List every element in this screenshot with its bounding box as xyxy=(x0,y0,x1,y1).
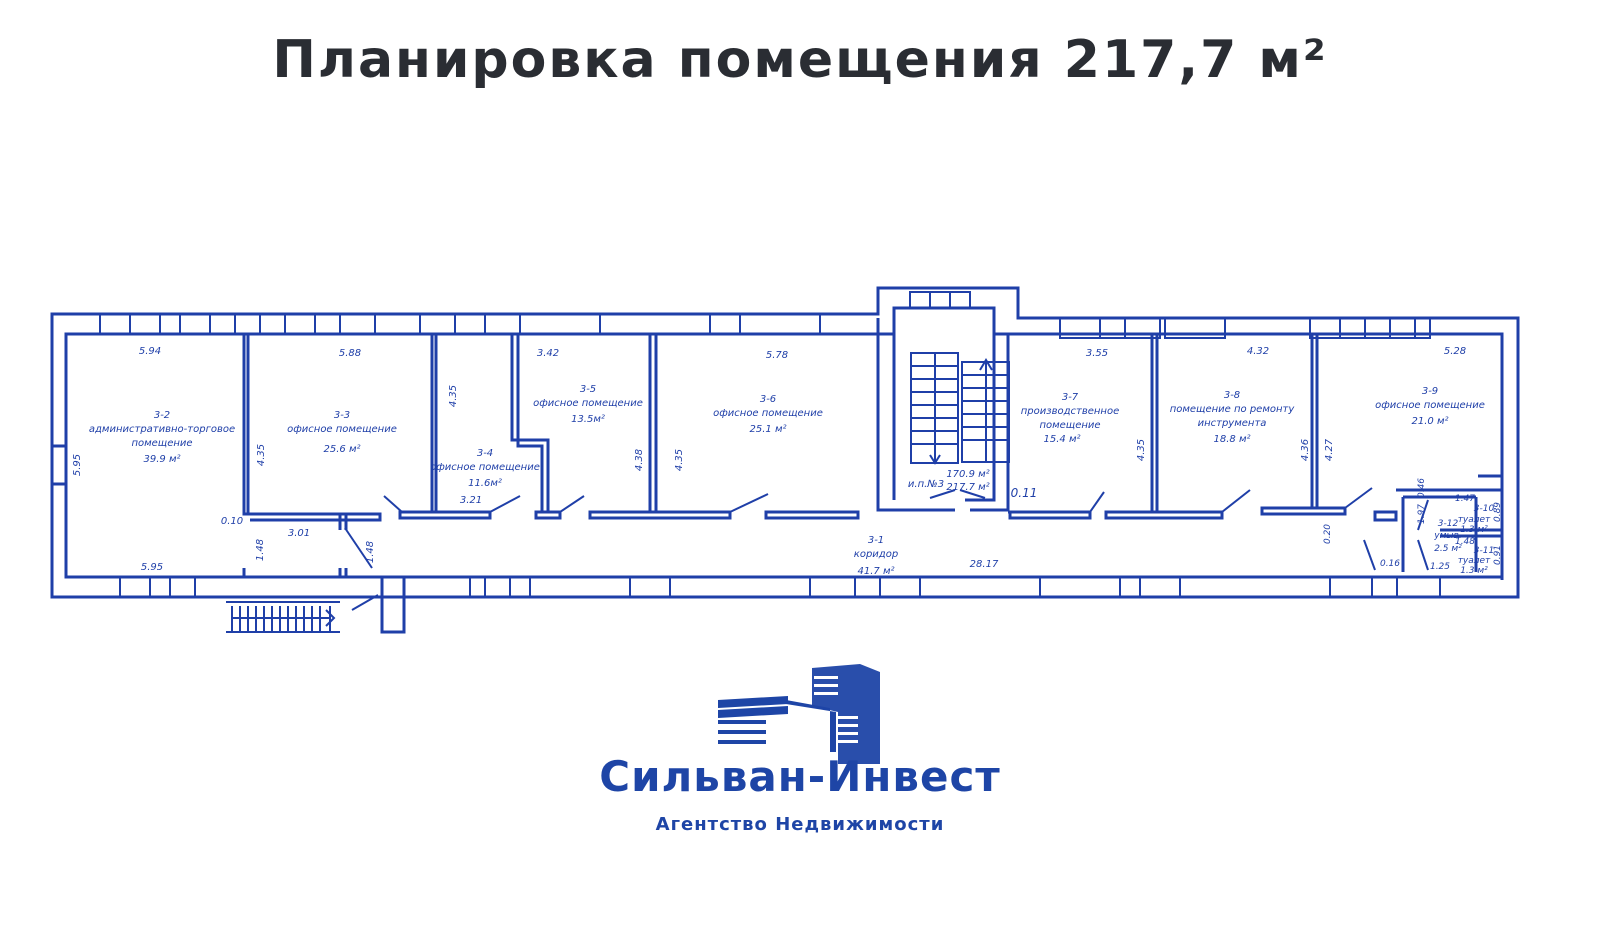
dim: 4.35 xyxy=(1136,439,1147,461)
room-name-3-2: административно-торговое xyxy=(89,424,235,435)
room-id-3-11: 3-11 xyxy=(1474,546,1494,556)
dim: 0.20 xyxy=(1323,524,1333,544)
dim: 5.28 xyxy=(1444,346,1466,357)
room-id-3-10: 3-10 xyxy=(1474,504,1495,514)
room-name2-3-8: инструмента xyxy=(1198,418,1267,429)
room-labels: 3-2 административно-торговое помещение 3… xyxy=(89,384,1495,577)
dim: 5.78 xyxy=(766,350,788,361)
dim: 5.94 xyxy=(139,346,161,357)
page-title: Планировка помещения 217,7 м² xyxy=(272,30,1328,90)
dim: 1.48 xyxy=(365,541,376,563)
room-id-3-6: 3-6 xyxy=(760,394,776,405)
dim: 1.48 xyxy=(255,539,266,561)
dim: 4.35 xyxy=(674,449,685,471)
room-name-3-7: производственное xyxy=(1021,406,1119,417)
dim: 3.21 xyxy=(460,495,482,506)
room-area-3-2: 39.9 м² xyxy=(144,454,181,465)
room-name-3-6: офисное помещение xyxy=(713,408,823,419)
dim: 4.35 xyxy=(256,444,267,466)
dim: 0.11 xyxy=(1011,486,1038,500)
dim: 4.27 xyxy=(1324,438,1335,461)
room-id-3-1: 3-1 xyxy=(868,535,884,546)
room-id-3-2: 3-2 xyxy=(154,410,170,421)
room-area-3-10: 1.3 м² xyxy=(1460,525,1488,535)
dim: 1.48 xyxy=(1455,537,1475,547)
dim: 3.42 xyxy=(537,348,559,359)
room-name2-3-2: помещение xyxy=(131,438,192,449)
room-area-3-11: 1.3 м² xyxy=(1460,566,1488,576)
room-area-3-7: 15.4 м² xyxy=(1044,434,1081,445)
dim: 4.35 xyxy=(448,385,459,407)
dim: 4.36 xyxy=(1300,439,1311,461)
room-area-3-12: 2.5 м² xyxy=(1434,544,1462,554)
room-area-3-3: 25.6 м² xyxy=(324,444,361,455)
entrance-stairs xyxy=(226,601,340,633)
plan-walls xyxy=(50,286,1520,634)
room-area-3-9: 21.0 м² xyxy=(1412,416,1449,427)
room-name-3-5: офисное помещение xyxy=(533,398,643,409)
room-area-3-8: 18.8 м² xyxy=(1214,434,1251,445)
dim: 1.47 xyxy=(1455,494,1475,504)
room-id-3-12: 3-12 xyxy=(1438,519,1459,529)
room-name-3-12: умыв. xyxy=(1433,531,1461,541)
stairwell-area-2: 217.7 м² xyxy=(946,482,989,493)
room-name-3-8: помещение по ремонту xyxy=(1170,404,1296,415)
dim: 0.16 xyxy=(1380,559,1400,569)
dim: 4.32 xyxy=(1247,346,1269,357)
dimension-labels: 5.94 5.88 3.42 5.78 3.55 4.32 5.28 5.95 … xyxy=(72,346,1503,573)
room-id-3-3: 3-3 xyxy=(334,410,350,421)
room-id-3-4: 3-4 xyxy=(477,448,493,459)
dim: 28.17 xyxy=(970,559,999,570)
dim: 0.10 xyxy=(221,516,243,527)
dim: 0.91 xyxy=(1493,545,1503,565)
dim: 5.88 xyxy=(339,348,361,359)
dim: 1.25 xyxy=(1430,562,1450,572)
dim: 5.95 xyxy=(141,562,163,573)
room-name-3-4: офисное помещение xyxy=(430,462,540,473)
room-name-3-10: туалет xyxy=(1458,515,1491,525)
buildings-logo-icon xyxy=(718,664,880,764)
dim: 3.01 xyxy=(288,528,310,539)
room-id-3-5: 3-5 xyxy=(580,384,596,395)
stairwell-label: и.п.№3 xyxy=(908,479,944,490)
dim: 0.46 xyxy=(1417,478,1427,498)
room-name-3-9: офисное помещение xyxy=(1375,400,1485,411)
dim: 5.95 xyxy=(72,454,83,476)
room-name2-3-7: помещение xyxy=(1039,420,1100,431)
room-area-3-6: 25.1 м² xyxy=(750,424,787,435)
room-id-3-9: 3-9 xyxy=(1422,386,1438,397)
brand-subtitle: Агентство Недвижимости xyxy=(655,814,945,835)
stairwell-steps xyxy=(910,352,1010,465)
dim: 3.55 xyxy=(1086,348,1108,359)
room-name-3-11: туалет xyxy=(1458,556,1491,566)
room-area-3-1: 41.7 м² xyxy=(858,566,895,577)
brand-name: Сильван-Инвест xyxy=(599,752,1001,801)
room-id-3-8: 3-8 xyxy=(1224,390,1240,401)
room-id-3-7: 3-7 xyxy=(1062,392,1079,403)
dim: 0.89 xyxy=(1493,502,1503,522)
room-name-3-3: офисное помещение xyxy=(287,424,397,435)
dim: 1.97 xyxy=(1417,504,1427,524)
stairwell-area-1: 170.9 м² xyxy=(946,469,989,480)
room-area-3-4: 11.6м² xyxy=(468,478,502,489)
dim: 4.38 xyxy=(634,449,645,471)
room-name-3-1: коридор xyxy=(854,549,898,560)
room-area-3-5: 13.5м² xyxy=(571,414,605,425)
